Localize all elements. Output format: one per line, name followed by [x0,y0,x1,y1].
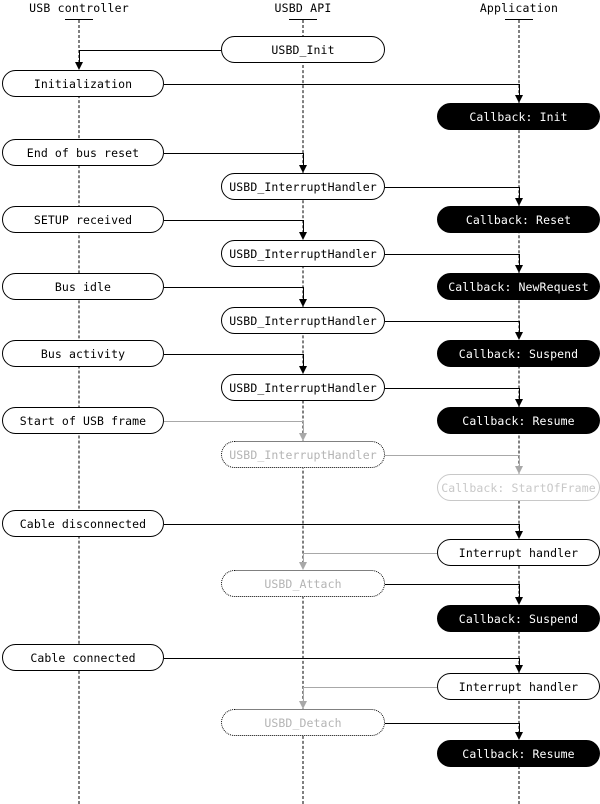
connector-v-c-inth1-to-attach [303,552,304,563]
node-ih-4[interactable]: USBD_InterruptHandler [221,374,385,401]
connector-h-c-inth2-to-detach [303,686,437,688]
node-cb-init[interactable]: Callback: Init [437,103,600,130]
node-usbd-init[interactable]: USBD_Init [221,36,385,63]
connector-v-c-setup-to-ih2 [303,219,304,233]
connector-h-c-busact-to-ih4 [164,353,303,355]
node-cb-suspend-1[interactable]: Callback: Suspend [437,340,600,367]
connector-h-c-detach-to-resume [385,722,519,724]
node-cb-suspend-2[interactable]: Callback: Suspend [437,605,600,632]
lifeline-title-usb-controller: USB controller [29,1,129,15]
connector-h-c-inth1-to-attach [303,552,437,554]
connector-arrow-c-ih3-to-cbsuspend [515,332,523,340]
connector-arrow-c-inth1-to-attach [299,562,307,570]
node-initialization[interactable]: Initialization [2,70,164,97]
connector-v-c-init-to-controller [79,49,80,63]
connector-arrow-c-inth2-to-detach [299,701,307,709]
connector-arrow-c-ih4-to-cbresume [515,399,523,407]
connector-h-c-ih1-to-cbreset [385,186,519,188]
connector-h-c-conn-to-inth2 [164,657,519,659]
node-ih-3[interactable]: USBD_InterruptHandler [221,307,385,334]
node-cb-newrequest[interactable]: Callback: NewRequest [437,273,600,300]
connector-h-c-ih3-to-cbsuspend [385,320,519,322]
connector-v-c-busact-to-ih4 [303,353,304,367]
node-usbd-detach[interactable]: USBD_Detach [221,709,385,736]
lifeline-title-application: Application [479,1,559,15]
connector-arrow-c-conn-to-inth2 [515,665,523,673]
connector-arrow-c-ih2-to-cbnewreq [515,265,523,273]
node-end-of-bus-reset[interactable]: End of bus reset [2,139,164,166]
lifeline-tick-usbd-api [289,19,317,20]
connector-v-c-ih2-to-cbnewreq [519,253,520,266]
connector-h-c-ih5-to-cbsof [385,454,519,456]
connector-v-c-busidle-to-ih3 [303,286,304,300]
connector-v-c-disc-to-inth1 [519,523,520,532]
connector-arrow-c-busidle-to-ih3 [299,299,307,307]
connector-arrow-c-attach-to-suspend [515,597,523,605]
node-cb-reset[interactable]: Callback: Reset [437,206,600,233]
connector-v-c-sof-to-ih5 [303,420,304,434]
connector-v-c-conn-to-inth2 [519,657,520,666]
node-cable-connected[interactable]: Cable connected [2,644,164,671]
node-bus-activity[interactable]: Bus activity [2,340,164,367]
connector-arrow-c-setup-to-ih2 [299,232,307,240]
connector-v-c-ih3-to-cbsuspend [519,320,520,333]
connector-h-c-ih2-to-cbnewreq [385,253,519,255]
connector-h-c-setup-to-ih2 [164,219,303,221]
connector-h-c-reset-to-ih1 [164,152,303,154]
connector-arrow-c-init-to-controller [75,62,83,70]
node-cable-disconnected[interactable]: Cable disconnected [2,510,164,537]
connector-arrow-c-disc-to-inth1 [515,531,523,539]
connector-arrow-c-sof-to-ih5 [299,433,307,441]
lifeline-tick-usb-controller [65,19,93,20]
connector-v-c-init-to-cbinit [519,83,520,96]
connector-arrow-c-busact-to-ih4 [299,366,307,374]
connector-v-c-reset-to-ih1 [303,152,304,166]
connector-v-c-ih5-to-cbsof [519,454,520,467]
connector-h-c-init-to-cbinit [164,83,519,85]
node-cb-startofframe[interactable]: Callback: StartOfFrame [437,474,600,501]
node-usbd-attach[interactable]: USBD_Attach [221,570,385,597]
connector-arrow-c-detach-to-resume [515,732,523,740]
node-bus-idle[interactable]: Bus idle [2,273,164,300]
connector-h-c-disc-to-inth1 [164,523,519,525]
node-int-handler-1[interactable]: Interrupt handler [437,539,600,566]
connector-arrow-c-init-to-cbinit [515,95,523,103]
connector-h-c-init-to-controller [79,49,221,51]
node-ih-1[interactable]: USBD_InterruptHandler [221,173,385,200]
connector-v-c-ih1-to-cbreset [519,186,520,199]
connector-h-c-ih4-to-cbresume [385,387,519,389]
node-ih-2[interactable]: USBD_InterruptHandler [221,240,385,267]
connector-h-c-attach-to-suspend [385,583,519,585]
connector-v-c-ih4-to-cbresume [519,387,520,400]
connector-h-c-sof-to-ih5 [164,420,303,422]
node-int-handler-2[interactable]: Interrupt handler [437,673,600,700]
connector-h-c-busidle-to-ih3 [164,286,303,288]
connector-arrow-c-ih5-to-cbsof [515,466,523,474]
lifeline-tick-application [505,19,533,20]
connector-arrow-c-ih1-to-cbreset [515,198,523,206]
connector-v-c-attach-to-suspend [519,583,520,598]
node-cb-resume-1[interactable]: Callback: Resume [437,407,600,434]
lifeline-usbd-api [302,20,304,804]
lifeline-title-usbd-api: USBD API [274,1,332,15]
connector-arrow-c-reset-to-ih1 [299,165,307,173]
node-setup-received[interactable]: SETUP received [2,206,164,233]
node-start-of-usb-frame[interactable]: Start of USB frame [2,407,164,434]
node-cb-resume-2[interactable]: Callback: Resume [437,740,600,767]
node-ih-5[interactable]: USBD_InterruptHandler [221,441,385,468]
connector-v-c-inth2-to-detach [303,686,304,702]
connector-v-c-detach-to-resume [519,722,520,733]
